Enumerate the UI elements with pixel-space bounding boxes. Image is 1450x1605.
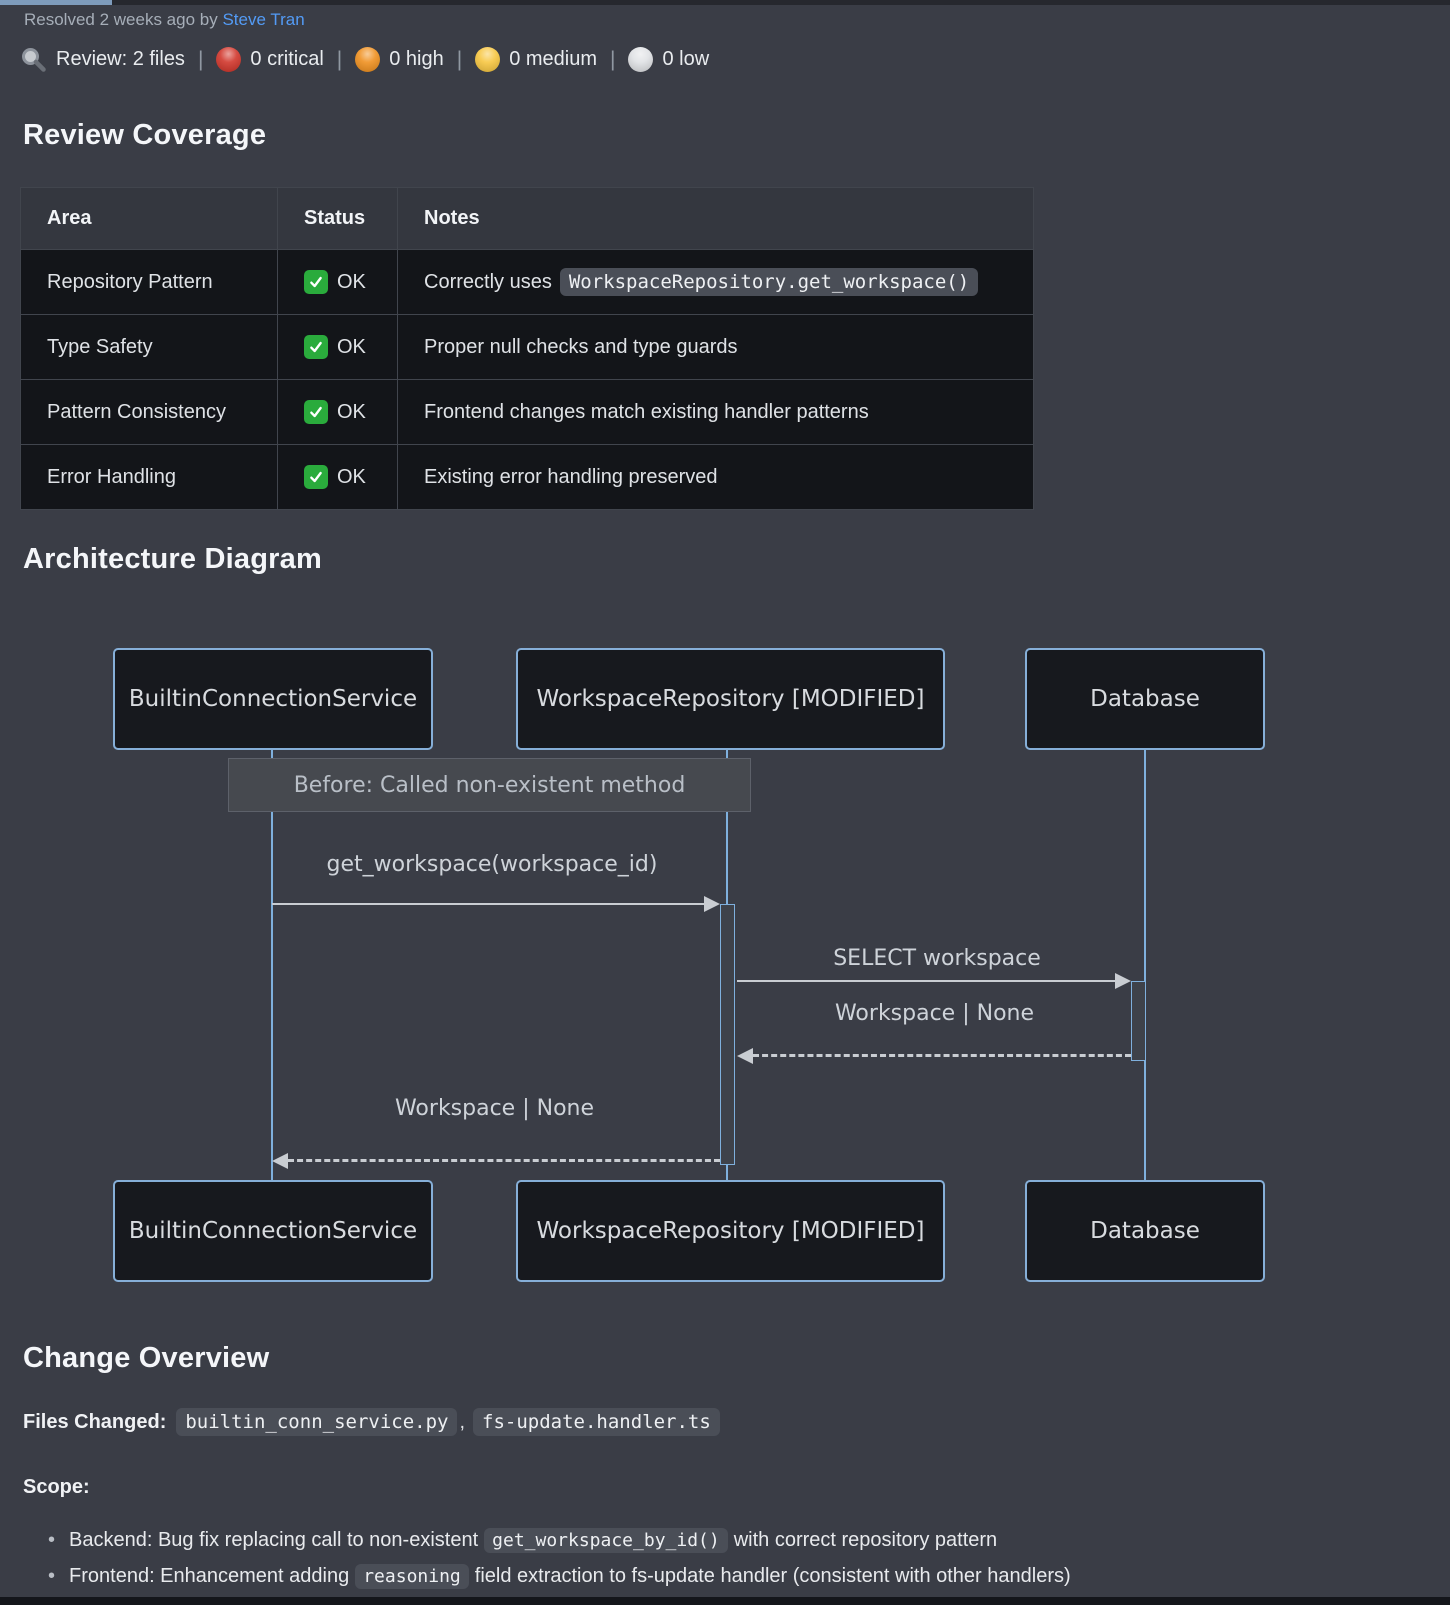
resolver-link[interactable]: Steve Tran bbox=[222, 10, 305, 29]
files-changed-line: Files Changed: builtin_conn_service.py ,… bbox=[23, 1408, 720, 1436]
check-icon bbox=[304, 335, 328, 359]
message-arrow-solid bbox=[737, 980, 1117, 982]
cell-area: Pattern Consistency bbox=[21, 380, 278, 444]
arrowhead-left-icon bbox=[272, 1153, 288, 1169]
bullet-text-suffix: field extraction to fs-update handler (c… bbox=[474, 1565, 1071, 1587]
resolved-line: Resolved 2 weeks ago by Steve Tran bbox=[24, 10, 305, 30]
scope-bullet-backend: • Backend: Bug fix replacing call to non… bbox=[48, 1528, 997, 1553]
cell-notes: Proper null checks and type guards bbox=[424, 335, 738, 358]
actor-box-builtinconnectionservice-top: BuiltinConnectionService bbox=[113, 648, 433, 750]
col-header-area: Area bbox=[21, 188, 278, 249]
table-row: Type Safety OK Proper null checks and ty… bbox=[21, 314, 1033, 379]
message-arrow-solid bbox=[272, 903, 706, 905]
activation-database bbox=[1131, 981, 1146, 1061]
message-arrow-dashed bbox=[288, 1159, 720, 1162]
medium-circle-icon bbox=[475, 47, 501, 72]
cell-status: OK bbox=[278, 380, 398, 444]
critical-count: 0 critical bbox=[250, 48, 324, 70]
inline-code-chip: reasoning bbox=[355, 1564, 469, 1589]
table-row: Pattern Consistency OK Frontend changes … bbox=[21, 379, 1033, 444]
cell-area: Repository Pattern bbox=[21, 250, 278, 314]
inline-code-chip: WorkspaceRepository.get_workspace() bbox=[559, 268, 979, 296]
arrowhead-left-icon bbox=[737, 1048, 753, 1064]
top-accent-segment bbox=[0, 0, 112, 5]
section-title-review-coverage: Review Coverage bbox=[23, 119, 267, 151]
status-ok-label: OK bbox=[337, 335, 366, 358]
scope-bullet-frontend: • Frontend: Enhancement adding reasoning… bbox=[48, 1564, 1071, 1589]
status-ok-label: OK bbox=[337, 270, 366, 293]
col-header-notes: Notes bbox=[424, 207, 480, 229]
cell-notes: Correctly uses WorkspaceRepository.get_w… bbox=[398, 250, 1033, 314]
message-label-workspace-none-db: Workspace | None bbox=[834, 1001, 1035, 1026]
magnifier-icon bbox=[22, 48, 46, 72]
cell-notes: Frontend changes match existing handler … bbox=[424, 400, 869, 423]
actor-box-database-bottom: Database bbox=[1025, 1180, 1265, 1282]
cell-status: OK bbox=[278, 250, 398, 314]
section-title-architecture-diagram: Architecture Diagram bbox=[23, 543, 322, 575]
cell-status: OK bbox=[278, 315, 398, 379]
bullet-marker: • bbox=[48, 1529, 56, 1551]
lifeline-database bbox=[1144, 750, 1146, 1180]
activation-workspacerepository bbox=[720, 904, 735, 1165]
check-icon bbox=[304, 465, 328, 489]
bullet-text-prefix: Frontend: Enhancement adding bbox=[69, 1565, 350, 1587]
separator: | bbox=[610, 47, 616, 71]
bullet-text-prefix: Backend: Bug fix replacing call to non-e… bbox=[69, 1529, 479, 1551]
high-circle-icon bbox=[355, 47, 381, 72]
top-divider bbox=[0, 0, 1450, 5]
cell-area: Error Handling bbox=[21, 445, 278, 509]
file-chip: fs-update.handler.ts bbox=[473, 1408, 720, 1436]
status-ok-label: OK bbox=[337, 400, 366, 423]
files-changed-label: Files Changed: bbox=[23, 1410, 167, 1433]
critical-circle-icon bbox=[216, 47, 242, 72]
bullet-text-suffix: with correct repository pattern bbox=[733, 1529, 998, 1551]
cell-status: OK bbox=[278, 445, 398, 509]
low-count: 0 low bbox=[662, 48, 710, 70]
high-count: 0 high bbox=[389, 48, 444, 70]
lifeline-builtinconnectionservice bbox=[271, 750, 273, 1180]
review-coverage-table: Area Status Notes Repository Pattern OK … bbox=[20, 187, 1034, 510]
cell-notes: Existing error handling preserved bbox=[424, 465, 718, 488]
table-row: Repository Pattern OK Correctly uses Wor… bbox=[21, 249, 1033, 314]
separator: | bbox=[336, 47, 343, 71]
inline-code-chip: get_workspace_by_id() bbox=[484, 1528, 728, 1553]
sequence-note: Before: Called non-existent method bbox=[228, 758, 751, 812]
low-circle-icon bbox=[628, 47, 654, 72]
message-label-workspace-none-svc: Workspace | None bbox=[394, 1096, 595, 1121]
col-header-status: Status bbox=[278, 188, 398, 249]
review-files-count: Review: 2 files bbox=[56, 48, 185, 70]
separator: | bbox=[197, 47, 204, 71]
actor-box-builtinconnectionservice-bottom: BuiltinConnectionService bbox=[113, 1180, 433, 1282]
review-summary: Review: 2 files | 0 critical | 0 high | … bbox=[20, 46, 709, 73]
message-label-get-workspace: get_workspace(workspace_id) bbox=[326, 852, 658, 877]
separator: | bbox=[456, 47, 463, 71]
message-arrow-dashed bbox=[753, 1054, 1131, 1057]
actor-box-workspacerepository-top: WorkspaceRepository [MODIFIED] bbox=[516, 648, 945, 750]
bullet-marker: • bbox=[48, 1565, 56, 1587]
notes-text: Correctly uses bbox=[424, 270, 552, 293]
check-icon bbox=[304, 270, 328, 294]
bottom-divider bbox=[0, 1597, 1450, 1605]
files-separator: , bbox=[459, 1410, 466, 1433]
message-label-select-workspace: SELECT workspace bbox=[833, 946, 1041, 971]
cell-area: Type Safety bbox=[21, 315, 278, 379]
actor-box-database-top: Database bbox=[1025, 648, 1265, 750]
table-header-row: Area Status Notes bbox=[21, 188, 1033, 249]
actor-box-workspacerepository-bottom: WorkspaceRepository [MODIFIED] bbox=[516, 1180, 945, 1282]
medium-count: 0 medium bbox=[509, 48, 598, 70]
check-icon bbox=[304, 400, 328, 424]
file-chip: builtin_conn_service.py bbox=[176, 1408, 458, 1436]
arrowhead-right-icon bbox=[1115, 973, 1131, 989]
resolved-text: Resolved 2 weeks ago by bbox=[24, 10, 218, 29]
arrowhead-right-icon bbox=[704, 896, 720, 912]
table-row: Error Handling OK Existing error handlin… bbox=[21, 444, 1033, 509]
status-ok-label: OK bbox=[337, 465, 366, 488]
scope-label: Scope: bbox=[23, 1476, 90, 1498]
section-title-change-overview: Change Overview bbox=[23, 1342, 270, 1374]
